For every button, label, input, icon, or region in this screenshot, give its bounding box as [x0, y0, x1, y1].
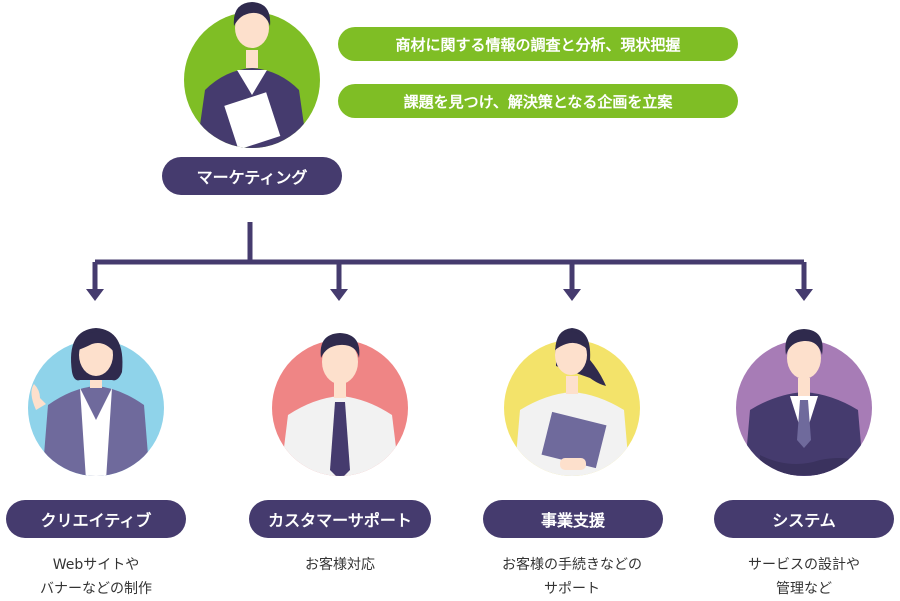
arrow-heads: [86, 289, 813, 301]
team-desc-customer-support: お客様対応: [230, 553, 450, 577]
team-desc-business-support: お客様の手続きなどの サポート: [462, 553, 682, 601]
team-desc-system: サービスの設計や 管理など: [694, 553, 900, 601]
arrow-down-icon: [330, 289, 348, 301]
desc-line: Webサイトや: [52, 557, 140, 573]
team-label-creative: クリエイティブ: [6, 500, 186, 538]
desc-line: サポート: [544, 581, 600, 597]
team-desc-creative: Webサイトや バナーなどの制作: [0, 553, 206, 601]
team-label-system: システム: [714, 500, 894, 538]
team-label-customer-support: カスタマーサポート: [249, 500, 431, 538]
marketing-avatar: [184, 2, 320, 148]
desc-line: バナーなどの制作: [40, 581, 152, 597]
desc-line: お客様の手続きなどの: [502, 557, 642, 573]
desc-line: お客様対応: [305, 557, 375, 573]
desc-line: 管理など: [776, 581, 832, 597]
business-support-avatar: [504, 328, 640, 476]
team-label-business-support: 事業支援: [483, 500, 663, 538]
customer-support-avatar: [272, 333, 408, 476]
connector-lines: [92, 222, 807, 290]
arrow-down-icon: [795, 289, 813, 301]
system-avatar: [736, 329, 872, 476]
task-pill-planning: 課題を見つけ、解決策となる企画を立案: [338, 84, 738, 118]
arrow-down-icon: [563, 289, 581, 301]
creative-avatar: [28, 328, 164, 476]
task-pill-research: 商材に関する情報の調査と分析、現状把握: [338, 27, 738, 61]
arrow-down-icon: [86, 289, 104, 301]
desc-line: サービスの設計や: [748, 557, 860, 573]
role-label-marketing: マーケティング: [162, 157, 342, 195]
